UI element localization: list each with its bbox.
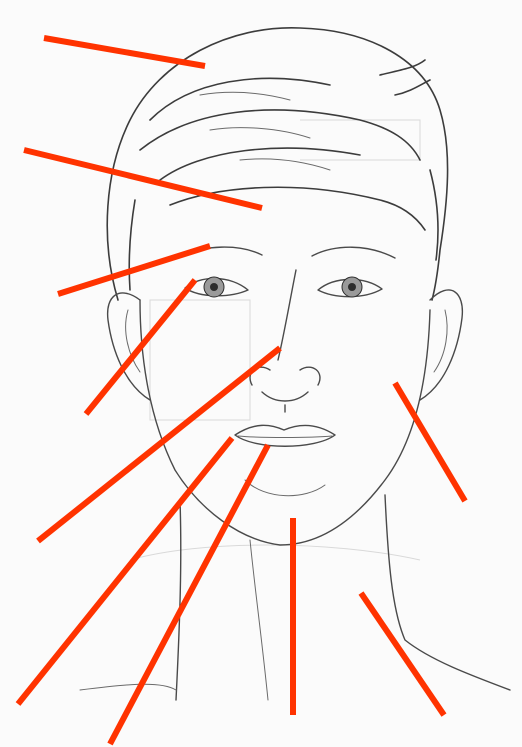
pointer-line-nose bbox=[38, 348, 280, 541]
pointer-line-forehead bbox=[24, 150, 262, 208]
chin-crease bbox=[245, 480, 325, 496]
hair-outline bbox=[107, 28, 447, 300]
pointer-line-cheek bbox=[395, 383, 465, 501]
right-ear bbox=[420, 290, 462, 400]
right-eyebrow bbox=[312, 247, 395, 258]
nose bbox=[250, 270, 320, 412]
hair-texture bbox=[200, 92, 330, 170]
pointer-line-hair bbox=[44, 38, 205, 66]
neck-tendon bbox=[250, 540, 268, 700]
pointer-line-neck bbox=[361, 593, 444, 715]
pointer-lines bbox=[18, 38, 465, 744]
lips bbox=[235, 425, 335, 446]
